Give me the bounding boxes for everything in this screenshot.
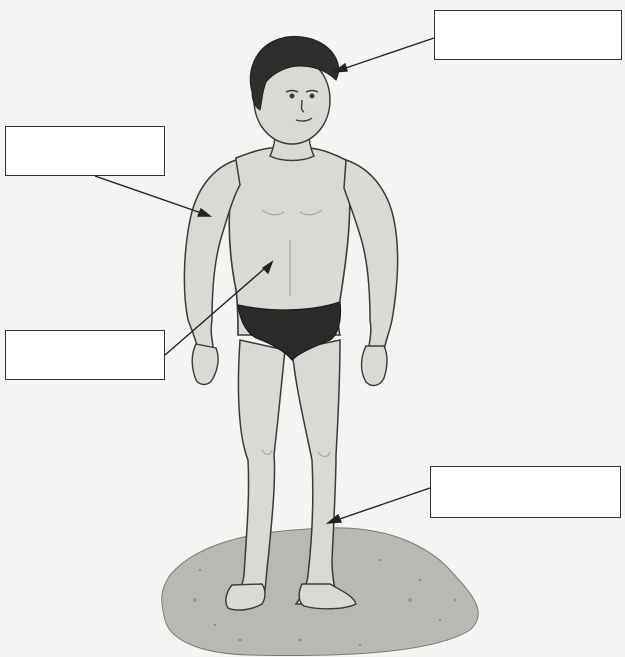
pointer-arm bbox=[95, 176, 210, 216]
label-box-leg[interactable] bbox=[430, 466, 621, 518]
label-box-arm[interactable] bbox=[5, 126, 165, 176]
label-box-abdomen[interactable] bbox=[5, 330, 165, 380]
left-foot bbox=[226, 584, 265, 610]
pointer-head bbox=[334, 38, 434, 72]
left-hand bbox=[192, 344, 218, 385]
label-box-head[interactable] bbox=[434, 10, 622, 60]
right-hand bbox=[362, 346, 388, 385]
pointer-leg bbox=[328, 488, 430, 523]
right-arm bbox=[344, 160, 398, 352]
